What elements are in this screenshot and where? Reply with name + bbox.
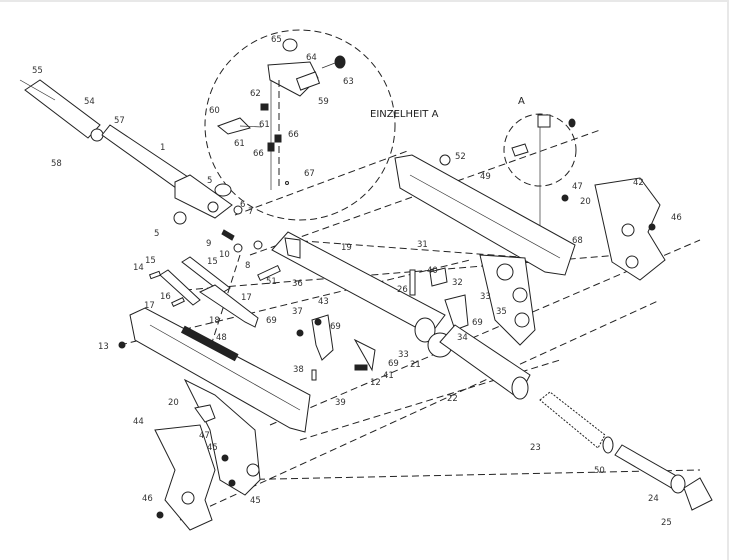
- part-label: 16: [160, 292, 171, 302]
- left-cover: [129, 307, 311, 496]
- part-label: 69: [330, 322, 341, 332]
- part-label: 62: [250, 89, 261, 99]
- part-label: 69: [266, 316, 277, 326]
- part-label: 45: [250, 496, 261, 506]
- detail-a-small-parts: [511, 114, 576, 235]
- part-label: 7: [248, 207, 253, 217]
- trigger-assembly: [296, 267, 469, 381]
- part-label: 20: [580, 197, 591, 207]
- part-label: 58: [51, 159, 62, 169]
- part-label: 44: [133, 417, 144, 427]
- cocking-linkage: [148, 256, 281, 328]
- part-label: 13: [98, 342, 109, 352]
- detail-a-circle: [204, 29, 396, 221]
- part-label: 31: [417, 240, 428, 250]
- part-label: 61: [259, 120, 270, 130]
- part-label: 68: [572, 236, 583, 246]
- part-label: 66: [288, 130, 299, 140]
- part-label: 15: [145, 256, 156, 266]
- grip-hole: [621, 223, 635, 237]
- part-label: 61: [234, 139, 245, 149]
- part-number-labels: 55 54 57 58 1 65 64 63 62 59 60 61 61 66…: [32, 35, 682, 528]
- compression-tube: [271, 231, 446, 343]
- part-label: 24: [648, 494, 659, 504]
- part-label: 25: [661, 518, 672, 528]
- part-label: 60: [209, 106, 220, 116]
- part-label: 6: [240, 200, 245, 210]
- part-label: 63: [343, 77, 354, 87]
- part-label: 23: [530, 443, 541, 453]
- piston-assembly: [427, 324, 713, 511]
- part-label: 55: [32, 66, 43, 76]
- part-label: 47: [199, 431, 210, 441]
- part-label: 17: [241, 293, 252, 303]
- part-label: 9: [206, 239, 211, 249]
- part-label: 51: [266, 277, 277, 287]
- part-label: 45: [207, 443, 218, 453]
- part-label: 38: [293, 365, 304, 375]
- part-label: 10: [219, 250, 230, 260]
- part-label: 48: [216, 333, 227, 343]
- part-label: 43: [318, 297, 329, 307]
- part-label: 41: [383, 371, 394, 381]
- part-label: 59: [318, 97, 329, 107]
- part-label: 15: [207, 257, 218, 267]
- part-label: 52: [455, 152, 466, 162]
- part-label: 57: [114, 116, 125, 126]
- part-label: 64: [306, 53, 317, 63]
- part-label: 12: [370, 378, 381, 388]
- barrel-assembly: [19, 79, 263, 253]
- part-label: 66: [253, 149, 264, 159]
- part-label: 18: [209, 316, 220, 326]
- part-label: 14: [133, 263, 144, 273]
- part-label: 19: [341, 243, 352, 253]
- part-label: 49: [480, 172, 491, 182]
- part-label: 46: [142, 494, 153, 504]
- part-label: 37: [292, 307, 303, 317]
- part-label: 8: [245, 261, 250, 271]
- part-label: 47: [572, 182, 583, 192]
- detail-a-parts: [216, 38, 346, 190]
- part-label: 54: [84, 97, 95, 107]
- part-label: 26: [397, 285, 408, 295]
- part-label: 21: [410, 360, 421, 370]
- part-label: 35: [496, 307, 507, 317]
- grip-hole: [181, 491, 195, 505]
- screws: [118, 154, 656, 519]
- detail-caption: EINZELHEIT A: [370, 109, 439, 120]
- part-label: 5: [207, 176, 212, 186]
- part-label: 33: [480, 292, 491, 302]
- part-label: 69: [388, 359, 399, 369]
- part-label: 39: [335, 398, 346, 408]
- part-label: 40: [427, 266, 438, 276]
- part-label: 67: [304, 169, 315, 179]
- part-label: 34: [457, 333, 468, 343]
- part-label: 17: [144, 301, 155, 311]
- left-grip-panel: [154, 424, 216, 531]
- part-label: 5: [154, 229, 159, 239]
- detail-marker: A: [518, 96, 525, 107]
- part-label: 69: [472, 318, 483, 328]
- grip-hole: [625, 255, 639, 269]
- part-label: 50: [594, 466, 605, 476]
- part-label: 22: [447, 394, 458, 404]
- part-label: 1: [160, 143, 165, 153]
- part-label: 33: [398, 350, 409, 360]
- receiver-housing: [394, 154, 576, 346]
- part-label: 65: [271, 35, 282, 45]
- part-label: 46: [671, 213, 682, 223]
- part-label: 20: [168, 398, 179, 408]
- part-label: 32: [452, 278, 463, 288]
- part-label: 36: [292, 279, 303, 289]
- part-label: 42: [633, 178, 644, 188]
